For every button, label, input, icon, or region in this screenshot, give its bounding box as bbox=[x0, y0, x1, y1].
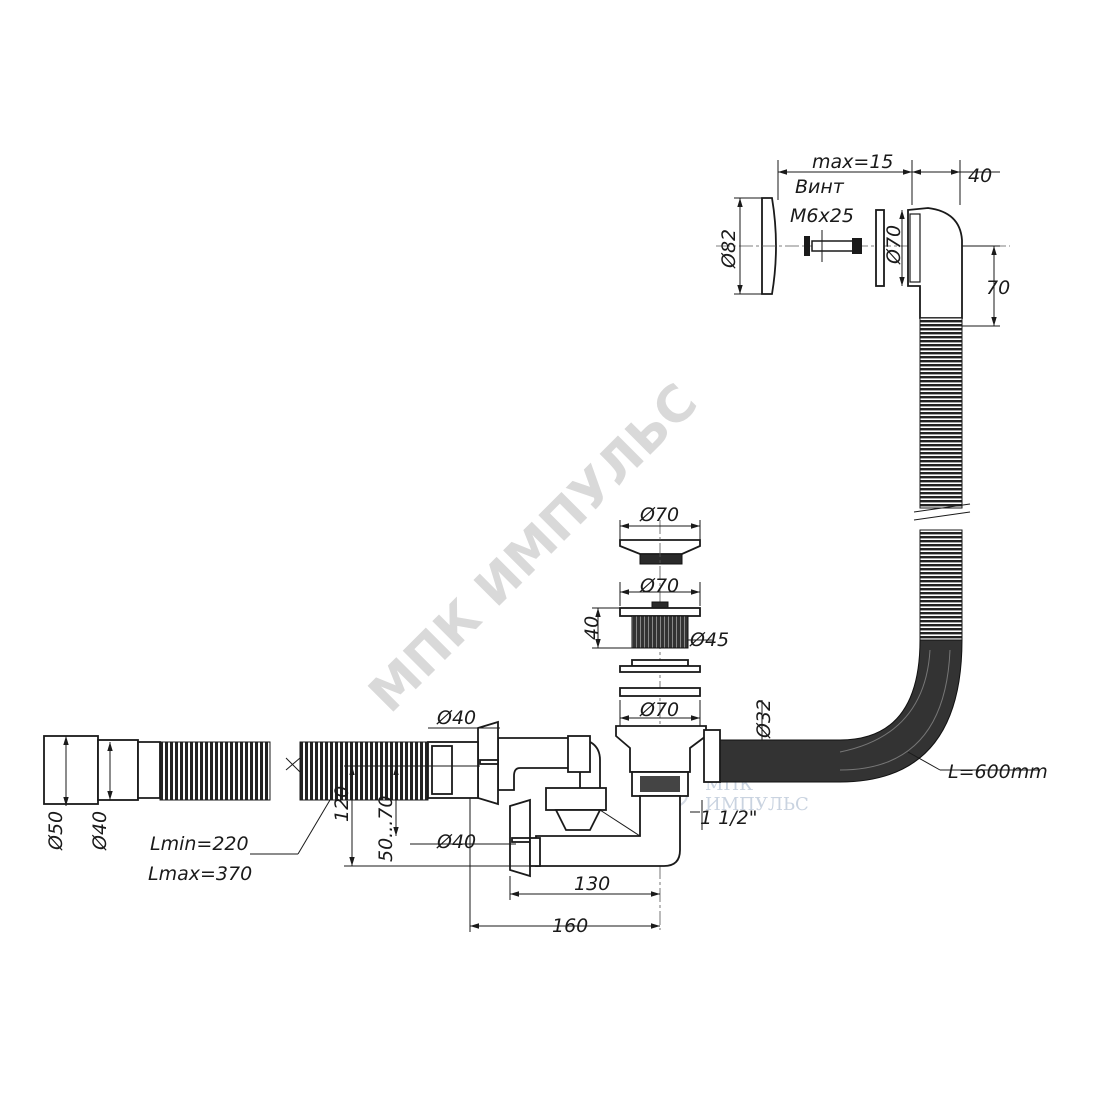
siphon-height-50-70-label: 50...70 bbox=[375, 796, 397, 862]
drain-ring-dia-label: Ø70 bbox=[639, 699, 679, 721]
overflow-height-label: 70 bbox=[986, 277, 1010, 299]
drain-flange bbox=[592, 582, 712, 649]
screw-icon bbox=[804, 230, 862, 262]
len-160-label: 160 bbox=[552, 915, 588, 937]
branch-dia-40-label: Ø40 bbox=[436, 831, 476, 853]
screw-label-line2: M6x25 bbox=[790, 205, 854, 227]
drain-rings bbox=[619, 659, 701, 726]
overflow-gasket bbox=[875, 209, 885, 287]
outlet-dia-50-label: Ø50 bbox=[45, 811, 67, 851]
hose-length-label: L=600mm bbox=[948, 761, 1048, 783]
overflow-body bbox=[907, 207, 963, 319]
overflow-depth-label: 40 bbox=[968, 165, 992, 187]
outlet-pipe bbox=[43, 735, 479, 805]
len-130-label: 130 bbox=[574, 873, 610, 895]
corrugated-dia-40-label: Ø40 bbox=[436, 707, 476, 729]
outlet-dia-40-label: Ø40 bbox=[89, 811, 111, 851]
lmax-label: Lmax=370 bbox=[148, 863, 252, 885]
hose-dia-label: Ø32 bbox=[753, 699, 775, 739]
plug-dia-label: Ø70 bbox=[639, 504, 679, 526]
drain-thread-dia-label: Ø45 bbox=[689, 629, 729, 651]
drain-height-label: 40 bbox=[581, 616, 603, 640]
watermark-logo-line2: ИМПУЛЬС bbox=[705, 794, 809, 815]
siphon-height-120-label: 120 bbox=[331, 786, 353, 822]
overflow-hose bbox=[719, 317, 1040, 783]
thread-label: 1 1/2" bbox=[700, 807, 757, 829]
siphon-body bbox=[477, 720, 721, 878]
screw-label-line1: Винт bbox=[795, 176, 845, 198]
drain-flange-dia-label: Ø70 bbox=[639, 575, 679, 597]
overflow-assembly bbox=[716, 160, 1010, 327]
lmin-label: Lmin=220 bbox=[150, 833, 249, 855]
overflow-body-dia-label: Ø70 bbox=[883, 225, 905, 265]
overflow-cap-dia-label: Ø82 bbox=[718, 229, 740, 269]
overflow-max-label: max=15 bbox=[812, 151, 894, 173]
